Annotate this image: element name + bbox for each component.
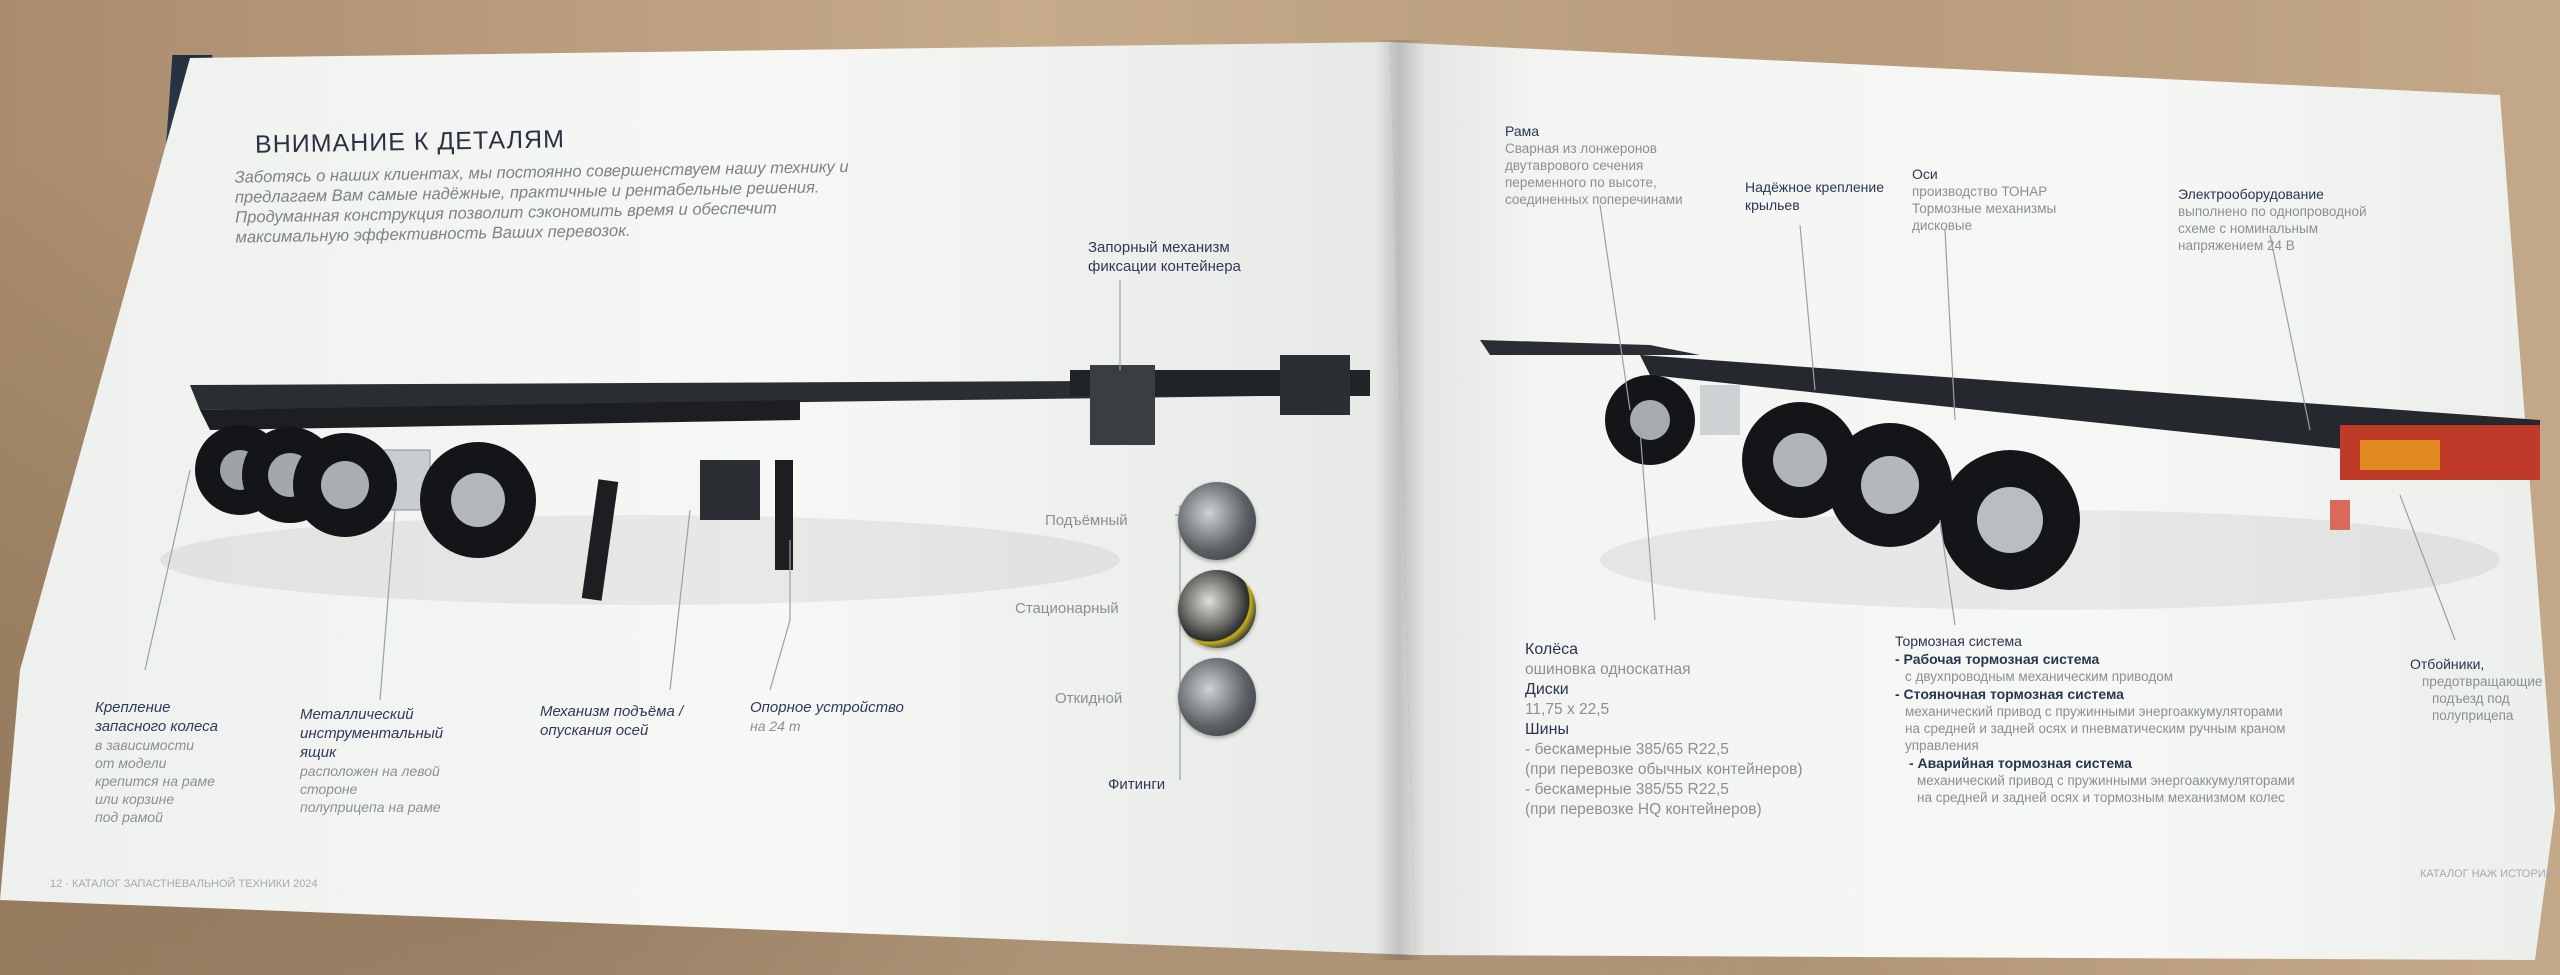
frame-callout: Рама Сварная из лонжеронов двутаврового … (1505, 123, 1683, 207)
lifting-lock-label: Подъёмный (1045, 512, 1128, 529)
right-page-footer: КАТАЛОГ НАЖ ИСТОРИЯ (2420, 868, 2554, 880)
folding-lock-label: Откидной (1055, 690, 1123, 707)
electrical-callout: Электрооборудование выполнено по однопро… (2178, 186, 2367, 253)
page-gutter-shadow (1375, 40, 1425, 960)
axle-lift-callout: Механизм подъёма / опускания осей (540, 703, 684, 739)
support-device-callout: Опорное устройство на 24 т (750, 699, 904, 734)
axles-callout: Оси производство ТОНАР Тормозные механиз… (1912, 166, 2057, 233)
spare-wheel-callout: Крепление запасного колеса в зависимости… (95, 699, 218, 825)
stationary-lock-label: Стационарный (1015, 600, 1119, 617)
toolbox-callout: Металлический инструментальный ящик расп… (300, 706, 444, 815)
intro-paragraph: Заботясь о наших клиентах, мы постоянно … (234, 157, 849, 247)
locking-mechanism-label: Запорный механизм фиксации контейнера (1088, 239, 1241, 275)
left-trailer-image (160, 355, 1370, 605)
left-page-footer: 12 · КАТАЛОГ ЗАПАСТНЕВАЛЬНОЙ ТЕХНИКИ 202… (50, 878, 318, 890)
wings-mount-callout: Надёжное крепление крыльев (1745, 179, 1884, 213)
right-trailer-image (1480, 340, 2540, 610)
fittings-label: Фитинги (1108, 776, 1166, 793)
guards-callout: Отбойники, предотвращающие подъезд под п… (2410, 656, 2543, 723)
wheels-callout: Колёса ошиновка односкатная Диски 11,75 … (1525, 641, 1803, 818)
folding-lock-thumbnail (1178, 658, 1256, 736)
brake-system-callout: Тормозная система - Рабочая тормозная си… (1895, 633, 2295, 805)
page-heading: ВНИМАНИЕ К ДЕТАЛЯМ (254, 125, 566, 159)
lifting-lock-thumbnail (1178, 482, 1256, 560)
stationary-lock-thumbnail (1178, 570, 1256, 648)
